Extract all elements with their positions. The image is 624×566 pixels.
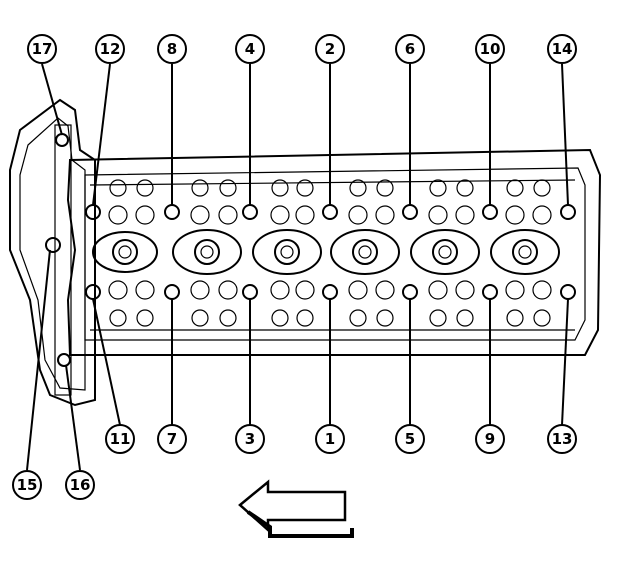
svg-text:1: 1 (325, 430, 335, 448)
svg-text:11: 11 (110, 430, 131, 448)
svg-text:5: 5 (405, 430, 415, 448)
callout-16: 16 (65, 470, 95, 500)
svg-text:2: 2 (325, 40, 335, 58)
direction-arrow-left-icon (238, 479, 354, 538)
svg-text:15: 15 (17, 476, 38, 494)
side-cover-outline (9, 98, 96, 407)
spark-plug-bosses (92, 229, 560, 275)
svg-text:7: 7 (167, 430, 177, 448)
svg-text:12: 12 (100, 40, 121, 58)
callout-17: 17 (27, 34, 57, 64)
svg-text:9: 9 (485, 430, 495, 448)
callout-7: 7 (157, 424, 187, 454)
callout-6: 6 (395, 34, 425, 64)
callout-10: 10 (475, 34, 505, 64)
valve-spring-row-top (108, 179, 552, 225)
svg-text:17: 17 (32, 40, 53, 58)
callout-5: 5 (395, 424, 425, 454)
callout-8: 8 (157, 34, 187, 64)
callout-11: 11 (105, 424, 135, 454)
callout-1: 1 (315, 424, 345, 454)
valve-spring-row-bottom (108, 280, 552, 327)
svg-text:4: 4 (245, 40, 255, 58)
callout-12: 12 (95, 34, 125, 64)
svg-text:6: 6 (405, 40, 415, 58)
callout-14: 14 (547, 34, 577, 64)
callout-4: 4 (235, 34, 265, 64)
svg-text:8: 8 (167, 40, 177, 58)
callout-13: 13 (547, 424, 577, 454)
callout-2: 2 (315, 34, 345, 64)
svg-text:16: 16 (70, 476, 91, 494)
callout-3: 3 (235, 424, 265, 454)
svg-text:13: 13 (552, 430, 573, 448)
svg-text:10: 10 (480, 40, 501, 58)
svg-text:3: 3 (245, 430, 255, 448)
svg-text:14: 14 (552, 40, 573, 58)
leader-lines (26, 63, 569, 471)
callout-15: 15 (12, 470, 42, 500)
cylinder-head-body (66, 148, 602, 356)
callout-9: 9 (475, 424, 505, 454)
